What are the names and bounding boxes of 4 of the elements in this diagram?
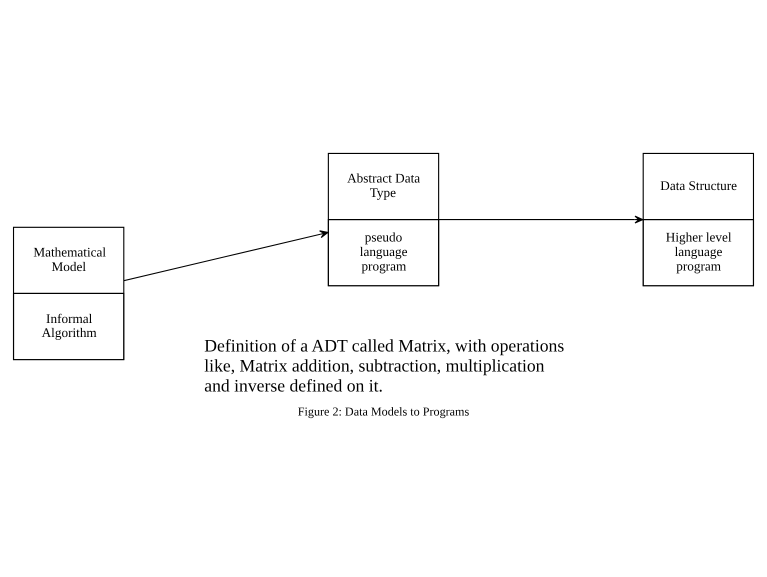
- arrow: [124, 230, 328, 282]
- caption: Figure 2: Data Models to Programs: [298, 404, 470, 419]
- label: Definition of a ADT called Matrix, with operations like, Matrix addition, subtraction, multiplication and inverse defined on it.: [204, 336, 564, 396]
- arrow: [438, 216, 644, 224]
